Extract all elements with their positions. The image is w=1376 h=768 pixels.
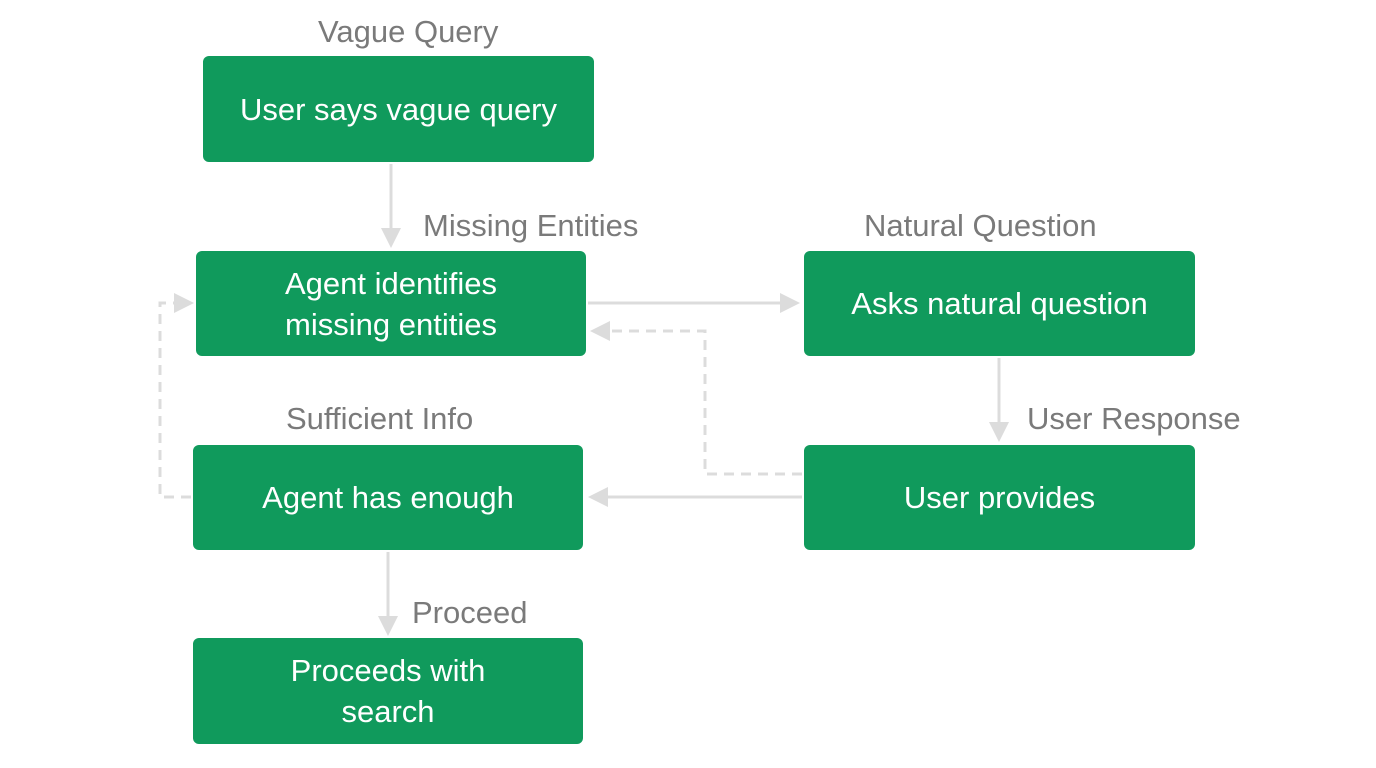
- label-natural-question: Natural Question: [864, 208, 1097, 243]
- node-user-provides: User provides: [804, 445, 1195, 550]
- label-sufficient-info: Sufficient Info: [286, 401, 474, 436]
- arrow-ask-to-provides: [989, 358, 1009, 442]
- arrow-provides-to-enough: [588, 487, 802, 507]
- node-asks-natural-question: Asks natural question: [804, 251, 1195, 356]
- node-proceeds-with-search: Proceeds with search: [193, 638, 583, 744]
- arrow-vague-to-identify: [381, 164, 401, 248]
- label-vague-query: Vague Query: [318, 14, 499, 49]
- arrow-enough-to-identify-dashed: [158, 293, 194, 499]
- node-agent-has-enough: Agent has enough: [193, 445, 583, 550]
- arrow-identify-to-ask: [588, 293, 800, 313]
- arrow-provides-to-identify-dashed: [590, 321, 802, 476]
- label-proceed: Proceed: [412, 595, 528, 630]
- arrow-enough-to-proceeds: [378, 552, 398, 636]
- node-agent-identifies-missing-entities: Agent identifies missing entities: [196, 251, 586, 356]
- label-user-response: User Response: [1027, 401, 1241, 436]
- node-user-says-vague-query: User says vague query: [203, 56, 594, 162]
- label-missing-entities: Missing Entities: [423, 208, 639, 243]
